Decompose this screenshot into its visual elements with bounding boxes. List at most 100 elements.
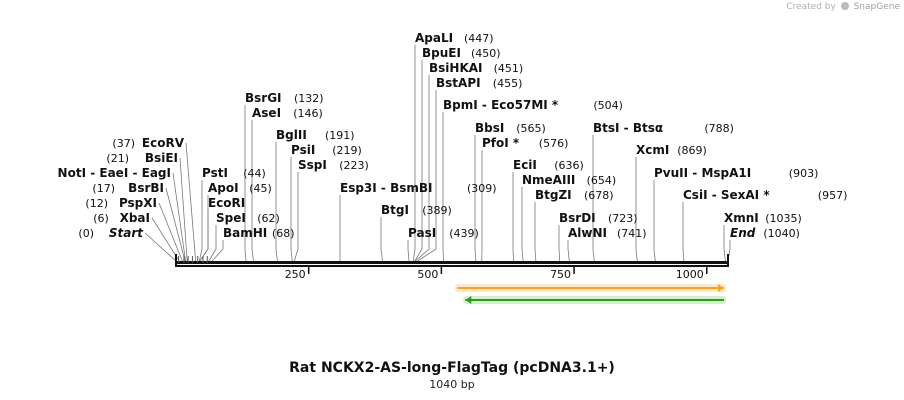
site-name-bstapi: BstAPI: [436, 76, 481, 90]
leader-pvuii: [653, 180, 656, 262]
feature-green: [463, 296, 726, 304]
site-label-noti: NotI - EaeI - EagI(18): [58, 166, 171, 180]
site-position-bbsi: (565): [516, 122, 546, 135]
site-name-btsi: BtsI - Btsα: [593, 121, 663, 135]
site-label-bsiei: BsiEI(21): [106, 151, 178, 165]
leader-pasi: [407, 240, 410, 262]
leader-nmeaiii: [521, 187, 524, 262]
backbone-start-cap: [175, 254, 177, 267]
site-position-ecii: (636): [554, 159, 584, 172]
site-name-nmeaiii: NmeAIII: [522, 173, 575, 187]
site-position-start: (0): [78, 227, 94, 240]
leader-csii: [682, 202, 685, 262]
leader-bamhi: [211, 240, 224, 262]
site-name-bpmi: BpmI - Eco57MI *: [443, 98, 559, 112]
feature-orange: [455, 284, 726, 292]
leader-asei: [251, 120, 254, 262]
site-name-xbai: XbaI: [120, 211, 150, 225]
backbone-bottom-strand: [176, 265, 728, 267]
site-name-pvuii: PvuII - MspA1I: [654, 166, 751, 180]
leader-bpmi: [442, 112, 444, 262]
leader-spei: [208, 225, 217, 262]
site-label-csii: CsiI - SexAI *(957): [683, 188, 847, 202]
site-name-pfoi: PfoI *: [482, 136, 520, 150]
backbone-marker: [191, 256, 193, 263]
ruler-tick: [706, 266, 708, 274]
site-label-nmeaiii: NmeAIII(654): [522, 173, 616, 187]
site-name-bsihkai: BsiHKAI: [429, 61, 483, 75]
ruler-tick-label: 250: [285, 268, 306, 281]
site-label-bbsi: BbsI(565): [475, 121, 546, 135]
leader-apali: [412, 45, 416, 262]
leader-psti: [198, 180, 203, 262]
site-label-psii: PsiI(219): [291, 143, 362, 157]
leader-sspi: [293, 172, 299, 262]
site-position-bpuei: (450): [471, 47, 501, 60]
site-label-apali: ApaLI(447): [415, 31, 494, 45]
map-title: Rat NCKX2-AS-long-FlagTag (pcDNA3.1+): [289, 360, 615, 376]
credit-prefix: Created by: [786, 2, 836, 12]
site-label-ecori: EcoRI: [208, 196, 245, 210]
site-position-bstapi: (455): [493, 77, 523, 90]
ruler-tick: [307, 266, 310, 274]
feature-green-arrowhead: [465, 296, 472, 304]
backbone-top-strand: [176, 261, 728, 264]
site-position-pspxi: (12): [85, 197, 108, 210]
site-label-btgzi: BtgZI(678): [535, 188, 614, 202]
site-label-start: Start (0): [78, 226, 144, 240]
site-name-ecori: EcoRI: [208, 196, 245, 210]
site-labels: Start(0)XbaI(6)PspXI(12)BsrBI(17)NotI - …: [58, 31, 848, 240]
site-name-bamhi: BamHI: [223, 226, 267, 240]
site-position-pfoi: (576): [539, 137, 569, 150]
site-label-sspi: SspI (223): [298, 158, 369, 172]
ruler-tick: [573, 266, 575, 274]
backbone-end-cap: [727, 254, 729, 267]
site-position-pasi: (439): [449, 227, 479, 240]
leader-bbsi: [474, 135, 477, 262]
site-name-start: Start: [109, 226, 144, 240]
site-name-sspi: SspI: [298, 158, 327, 172]
ruler-tick-label: 1000: [676, 268, 704, 281]
site-label-bsrgi: BsrGI(132): [245, 91, 324, 105]
site-label-spei: SpeI(62): [216, 211, 280, 225]
leader-xmni: [723, 225, 726, 262]
leader-btgi: [380, 217, 383, 262]
site-name-noti: NotI - EaeI - EagI: [58, 166, 171, 180]
backbone-marker: [206, 256, 208, 263]
site-label-bglii: BglII(191): [276, 128, 355, 142]
site-position-btgzi: (678): [584, 189, 614, 202]
site-position-bsrgi: (132): [294, 92, 324, 105]
leader-ecorv: [185, 142, 197, 262]
site-position-psti: (44): [243, 167, 266, 180]
site-position-alwni: (741): [617, 227, 647, 240]
site-position-spei: (62): [257, 212, 280, 225]
leader-bsrbi: [165, 187, 186, 262]
site-label-esp3i: Esp3I - BsmBI(309): [340, 181, 497, 195]
site-label-bstapi: BstAPI (455): [436, 76, 522, 90]
site-label-xcmi: XcmI(869): [636, 143, 707, 157]
site-name-ecorv: EcoRV: [142, 136, 185, 150]
leader-noti: [172, 172, 186, 262]
site-position-sspi: (223): [339, 159, 369, 172]
site-label-pspxi: PspXI(12): [85, 196, 157, 210]
site-name-apoi: ApoI: [208, 181, 239, 195]
site-label-bsihkai: BsiHKAI(451): [429, 61, 523, 75]
site-name-bsrdi: BsrDI: [559, 211, 596, 225]
site-label-apoi: ApoI(45): [208, 181, 272, 195]
site-position-bsrbi: (17): [92, 182, 115, 195]
site-label-ecii: EciI(636): [513, 158, 584, 172]
site-name-bsiei: BsiEI: [145, 151, 178, 165]
snapgene-logo-icon: [840, 2, 849, 10]
site-position-xcmi: (869): [677, 144, 707, 157]
site-position-psii: (219): [332, 144, 362, 157]
site-label-asei: AseI(146): [252, 106, 323, 120]
leader-btsi: [592, 135, 595, 262]
leader-xbai: [151, 217, 180, 262]
site-name-asei: AseI: [252, 106, 281, 120]
leader-bsiei: [179, 157, 188, 262]
ruler-tick: [440, 266, 443, 274]
site-label-bamhi: BamHI(68): [223, 226, 295, 240]
leader-bsrdi: [558, 225, 561, 262]
leader-alwni: [567, 240, 570, 262]
